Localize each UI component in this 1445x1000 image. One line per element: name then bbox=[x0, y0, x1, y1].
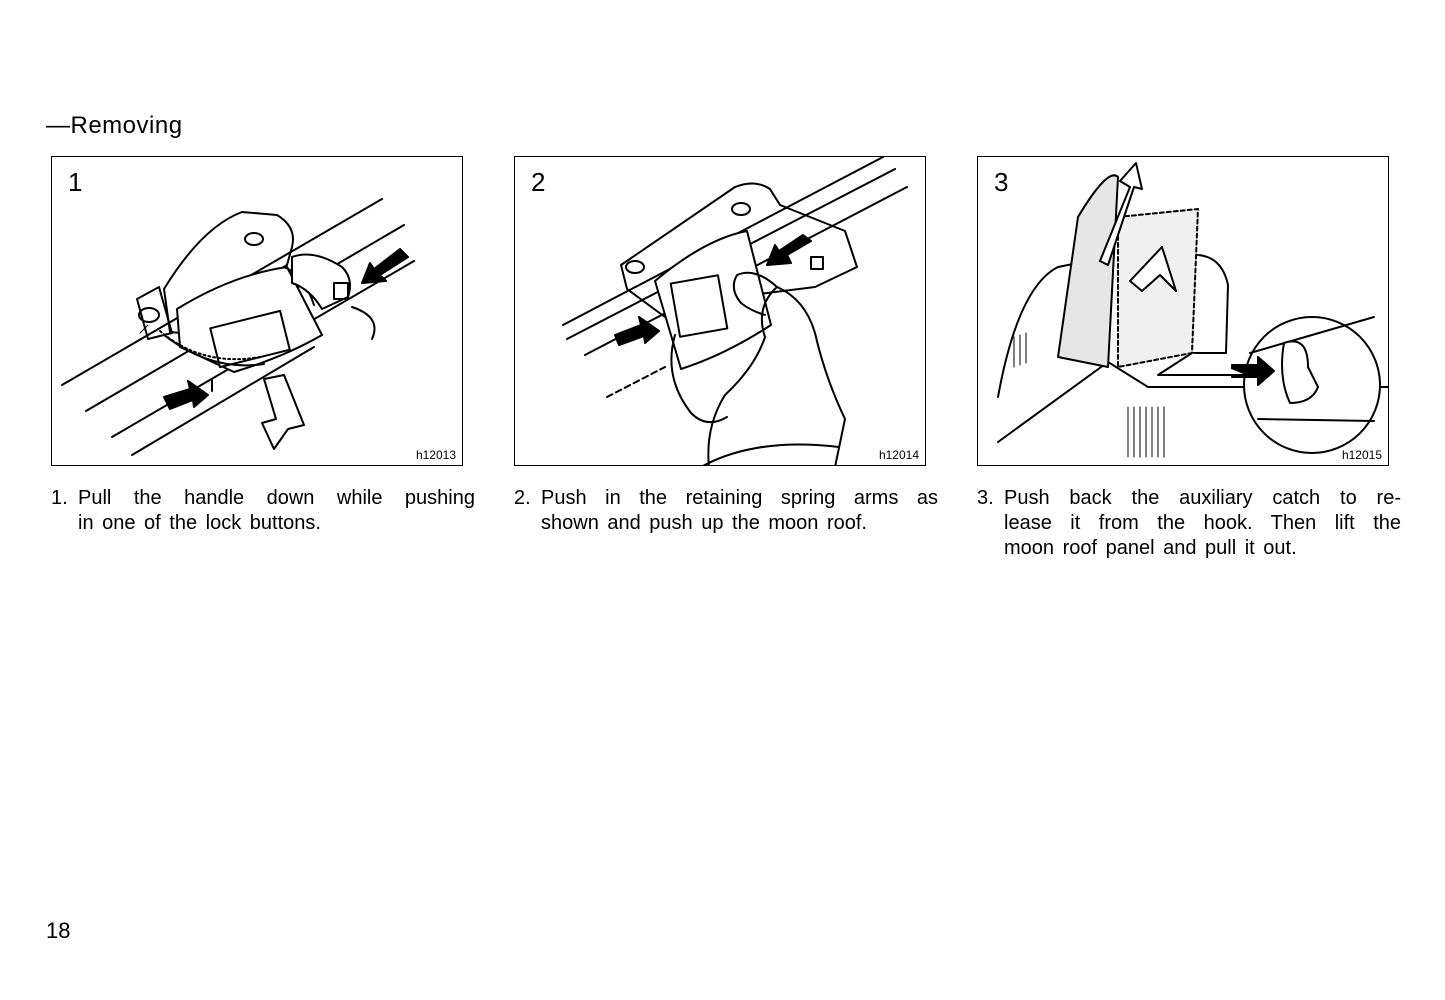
figure-3: 3 h12015 bbox=[977, 156, 1389, 466]
section-title: —Removing bbox=[46, 112, 183, 139]
figure-code: h12013 bbox=[415, 448, 456, 462]
figure-code: h12014 bbox=[878, 448, 919, 462]
figure-number: 2 bbox=[531, 167, 546, 197]
figure-code: h12015 bbox=[1341, 448, 1382, 462]
caption-line: Push in the retaining spring arms as bbox=[541, 487, 938, 509]
caption-number: 1. bbox=[51, 487, 68, 509]
caption-line: moon roof panel and pull it out. bbox=[1004, 537, 1297, 559]
caption-line: in one of the lock buttons. bbox=[78, 512, 321, 534]
figure-number: 3 bbox=[994, 167, 1009, 197]
caption-line: Push back the auxiliary catch to re- bbox=[1004, 487, 1401, 509]
figure-1: 1 h12013 bbox=[51, 156, 463, 466]
caption-number: 2. bbox=[514, 487, 531, 509]
caption-3: 3. Push back the auxiliary catch to re- … bbox=[977, 486, 1401, 561]
moon-roof-illustration bbox=[997, 162, 1388, 458]
caption-line: shown and push up the moon roof. bbox=[541, 512, 867, 534]
caption-2: 2. Push in the retaining spring arms as … bbox=[514, 486, 938, 536]
spring-arms-illustration bbox=[562, 157, 908, 465]
figure-2: 2 h12014 bbox=[514, 156, 926, 466]
figure-number: 1 bbox=[68, 167, 83, 197]
page-number: 18 bbox=[46, 918, 71, 943]
handle-illustration bbox=[61, 198, 415, 456]
caption-1: 1. Pull the handle down while pushing in… bbox=[51, 486, 475, 536]
caption-line: lease it from the hook. Then lift the bbox=[1004, 512, 1401, 534]
caption-line: Pull the handle down while pushing bbox=[78, 487, 475, 509]
caption-number: 3. bbox=[977, 487, 994, 509]
